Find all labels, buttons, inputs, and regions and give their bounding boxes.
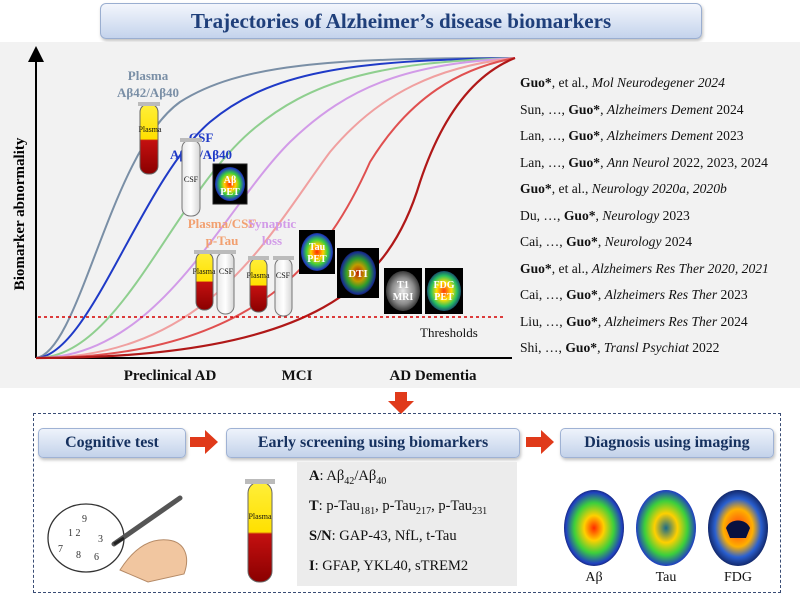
synaptic-plasma-tube-label: Plasma	[246, 271, 270, 280]
biomarker-sn: S/N: GAP-43, NfL, t-Tau	[309, 528, 457, 544]
reference-item: Lan, …, Guo*, Ann Neurol 2022, 2023, 202…	[520, 154, 768, 170]
screening-plasma-tube-icon	[245, 479, 275, 583]
biomarker-t: T: p-Tau181, p-Tau217, p-Tau231	[309, 498, 488, 517]
step-diagnosis-imaging: Diagnosis using imaging	[560, 428, 774, 458]
abeta-pet-label-line2: PET	[220, 187, 240, 198]
step-cognitive-test: Cognitive test	[38, 428, 186, 458]
reference-item: Shi, …, Guo*, Transl Psychiat 2022	[520, 340, 720, 355]
reference-item: Lan, …, Guo*, Alzheimers Dement 2023	[520, 128, 744, 143]
t1-mri-label-line1: T1	[397, 280, 409, 291]
ptau-csf-tube-icon	[215, 250, 236, 315]
title-text: Trajectories of Alzheimer’s disease biom…	[190, 8, 612, 33]
stage-preclinical: Preclinical AD	[124, 368, 217, 384]
tau-pet-label-line2: PET	[307, 254, 327, 265]
csf-tube-label: CSF	[184, 175, 199, 184]
synaptic-label-line2: loss	[262, 233, 282, 248]
down-arrow-icon	[388, 392, 414, 414]
svg-text:1 2: 1 2	[68, 528, 81, 539]
biomarker-a: A: Aβ42/Aβ40	[309, 468, 387, 487]
svg-text:6: 6	[94, 552, 99, 563]
ptau-plasma-tube-icon	[194, 250, 215, 311]
page-title: Trajectories of Alzheimer’s disease biom…	[100, 3, 702, 39]
abeta-brain-icon	[564, 490, 624, 566]
y-axis-label: Biomarker abnormality	[12, 137, 28, 290]
screening-tube-label: Plasma	[248, 512, 272, 521]
fdg-pet-label-line1: FDG	[433, 280, 454, 291]
ptau-label-line1: Plasma/CSF	[188, 216, 257, 231]
csf-label-line2: Aβ42/Aβ40	[170, 147, 232, 162]
right-arrow-icon-2	[526, 430, 554, 454]
plasma-label-line2: Aβ42/Aβ40	[117, 85, 179, 100]
synaptic-plasma-tube-icon	[248, 256, 269, 313]
curve-7	[35, 56, 516, 360]
svg-text:3: 3	[98, 534, 103, 545]
t1-mri-scan-icon	[384, 268, 422, 314]
trajectory-diagram: Thresholds Biomarker abnormality Preclin…	[12, 46, 516, 384]
plasma-label-line1: Plasma	[128, 68, 169, 83]
fdg-pet-scan-icon	[425, 268, 463, 314]
ptau-label-line2: p-Tau	[206, 233, 239, 248]
tau-brain-icon	[636, 490, 696, 566]
right-arrow-icon	[190, 430, 218, 454]
trajectory-panel	[0, 42, 800, 388]
dti-label: DTI	[348, 268, 368, 280]
ptau-plasma-tube-label: Plasma	[192, 267, 216, 276]
step-early-screening: Early screening using biomarkers	[226, 428, 520, 458]
svg-text:9: 9	[82, 514, 87, 525]
synaptic-csf-tube-label: CSF	[276, 271, 291, 280]
clock-drawing-test-icon: 1 2 7 8 6 3 9	[47, 495, 188, 583]
stage-ad-dementia: AD Dementia	[389, 368, 477, 384]
biomarker-i: I: GFAP, YKL40, sTREM2	[309, 558, 469, 574]
reference-item: Sun, …, Guo*, Alzheimers Dement 2024	[520, 101, 744, 117]
ptau-curve	[35, 57, 516, 359]
fdg-pet-label-line2: PET	[434, 292, 454, 303]
plasma-tube-label: Plasma	[138, 125, 162, 134]
reference-item: Du, …, Guo*, Neurology 2023	[520, 207, 690, 223]
synaptic-curve	[35, 57, 516, 359]
reference-item: Cai, …, Guo*, Neurology 2024	[520, 234, 693, 249]
reference-item: Cai, …, Guo*, Alzheimers Res Ther 2023	[520, 287, 748, 302]
abeta-pet-label-line1: Aβ	[224, 175, 237, 186]
svg-text:7: 7	[58, 544, 63, 555]
plasma-tube-icon	[138, 102, 160, 175]
fdg-brain-icon	[708, 490, 768, 566]
imaging-brains	[564, 490, 768, 566]
synaptic-label-line1: Synaptic	[248, 216, 297, 231]
dti-scan-icon	[337, 248, 379, 298]
plasma-curve	[35, 57, 516, 359]
abeta-pet-scan-icon	[212, 163, 248, 205]
reference-item: Guo*, et al., Mol Neurodegener 2024	[520, 75, 725, 90]
step3-label: Diagnosis using imaging	[584, 434, 750, 451]
imaging-label-fdg: FDG	[723, 570, 752, 585]
step1-label: Cognitive test	[65, 434, 159, 451]
tau-pet-label-line1: Tau	[309, 242, 326, 253]
csf-curve	[35, 57, 516, 359]
imaging-label-abeta: Aβ	[585, 570, 603, 585]
stage-mci: MCI	[282, 368, 313, 384]
tau-pet-scan-icon	[299, 230, 335, 274]
csf-tube-icon	[180, 138, 202, 217]
curve-6	[35, 57, 516, 359]
reference-item: Guo*, et al., Alzheimers Res Ther 2020, …	[520, 260, 769, 276]
imaging-label-tau: Tau	[655, 570, 677, 585]
workflow-box	[33, 413, 781, 593]
t1-mri-label-line2: MRI	[393, 292, 414, 303]
threshold-label: Thresholds	[420, 325, 478, 340]
synaptic-csf-tube-icon	[273, 256, 294, 317]
curve-5	[35, 57, 516, 359]
biomarker-list: A: Aβ42/Aβ40 T: p-Tau181, p-Tau217, p-Ta…	[297, 462, 517, 586]
reference-item: Liu, …, Guo*, Alzheimers Res Ther 2024	[520, 313, 748, 329]
reference-item: Guo*, et al., Neurology 2020a, 2020b	[520, 181, 727, 196]
svg-text:8: 8	[76, 550, 81, 561]
step2-label: Early screening using biomarkers	[257, 434, 489, 451]
ptau-csf-tube-label: CSF	[219, 267, 234, 276]
